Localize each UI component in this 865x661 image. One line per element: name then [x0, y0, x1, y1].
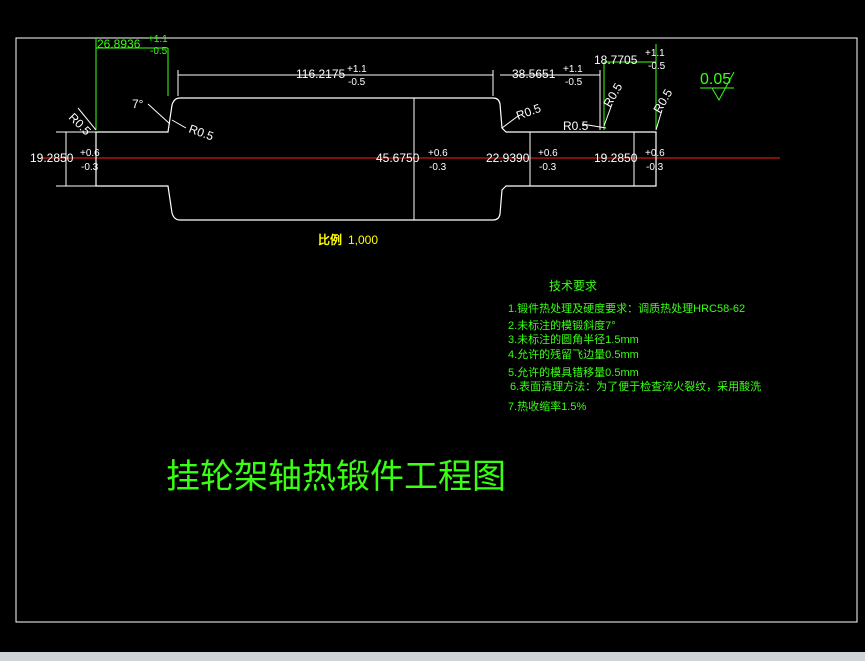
drawing-title: 挂轮架轴热锻件工程图 — [166, 458, 506, 496]
svg-text:-0.3: -0.3 — [539, 162, 557, 173]
svg-text:45.6750: 45.6750 — [376, 151, 420, 165]
dim-dia-r1: 22.9390 +0.6 -0.3 — [486, 148, 558, 173]
dim-dia-r2: 19.2850 +0.6 -0.3 — [594, 148, 665, 173]
svg-text:+1.1: +1.1 — [347, 64, 367, 75]
tech-req-item: 7.热收缩率1.5% — [508, 399, 586, 413]
tech-req-item: 2.未标注的模锻斜度7° — [508, 318, 616, 332]
dim-left-len: 26.8936 +1.1 -0.5 — [97, 34, 168, 57]
svg-text:-0.5: -0.5 — [565, 77, 583, 88]
svg-text:19.2850: 19.2850 — [594, 151, 638, 165]
svg-text:-0.3: -0.3 — [81, 162, 99, 173]
radius-label: R0.5 — [514, 101, 543, 123]
svg-text:116.2175: 116.2175 — [296, 67, 345, 81]
tech-req-item: 6.表面清理方法：为了便于检查淬火裂纹，采用酸洗 — [510, 379, 761, 393]
svg-text:-0.3: -0.3 — [429, 162, 447, 173]
dim-mid-len: 116.2175 +1.1 -0.5 — [296, 64, 367, 88]
bottom-strip — [0, 652, 865, 661]
tech-req-item: 1.锻件热处理及硬度要求：调质热处理HRC58-62 — [508, 301, 745, 315]
radius-label: R0.5 — [187, 122, 216, 144]
tech-req-item: 5.允许的模具错移量0.5mm — [508, 365, 639, 379]
svg-text:0.05: 0.05 — [700, 71, 731, 88]
dim-dia-mid: 45.6750 +0.6 -0.3 — [376, 148, 448, 173]
svg-text:38.5651: 38.5651 — [512, 67, 556, 81]
tech-req-title: 技术要求 — [549, 279, 597, 293]
svg-text:+1.1: +1.1 — [645, 48, 665, 59]
svg-text:26.8936: 26.8936 — [97, 37, 141, 51]
svg-text:-0.3: -0.3 — [646, 162, 664, 173]
svg-text:+0.6: +0.6 — [80, 148, 100, 159]
radius-label: R0.5 — [563, 119, 589, 133]
radius-leaders — [77, 103, 663, 131]
roughness-symbol: 0.05 — [700, 71, 735, 102]
draft-angle: 7° — [132, 97, 144, 111]
svg-text:-0.5: -0.5 — [150, 46, 168, 57]
dimension-lines — [95, 38, 657, 130]
svg-text:+1.1: +1.1 — [563, 64, 583, 75]
svg-text:18.7705: 18.7705 — [594, 53, 638, 67]
tech-req-item: 3.未标注的圆角半径1.5mm — [508, 332, 639, 346]
dimension-lines-white — [56, 70, 635, 220]
part-outline — [95, 97, 657, 221]
dim-right-len2: 18.7705 +1.1 -0.5 — [594, 48, 666, 72]
radius-label: R0.5 — [650, 86, 675, 115]
svg-text:+0.6: +0.6 — [428, 148, 448, 159]
svg-text:+1.1: +1.1 — [148, 34, 168, 45]
drawing-frame — [15, 37, 858, 623]
tech-req-item: 4.允许的残留飞边量0.5mm — [508, 347, 639, 361]
radius-label: R0.5 — [66, 110, 94, 138]
svg-text:+0.6: +0.6 — [645, 148, 665, 159]
dim-dia-left: 19.2850 +0.6 -0.3 — [30, 148, 100, 173]
svg-text:19.2850: 19.2850 — [30, 151, 74, 165]
scale-value: 1,000 — [348, 233, 378, 247]
svg-text:+0.6: +0.6 — [538, 148, 558, 159]
svg-text:-0.5: -0.5 — [648, 61, 666, 72]
scale-label: 比例 — [318, 232, 342, 247]
svg-text:22.9390: 22.9390 — [486, 151, 530, 165]
svg-text:-0.5: -0.5 — [348, 77, 366, 88]
dim-right-len1: 38.5651 +1.1 -0.5 — [512, 64, 583, 88]
